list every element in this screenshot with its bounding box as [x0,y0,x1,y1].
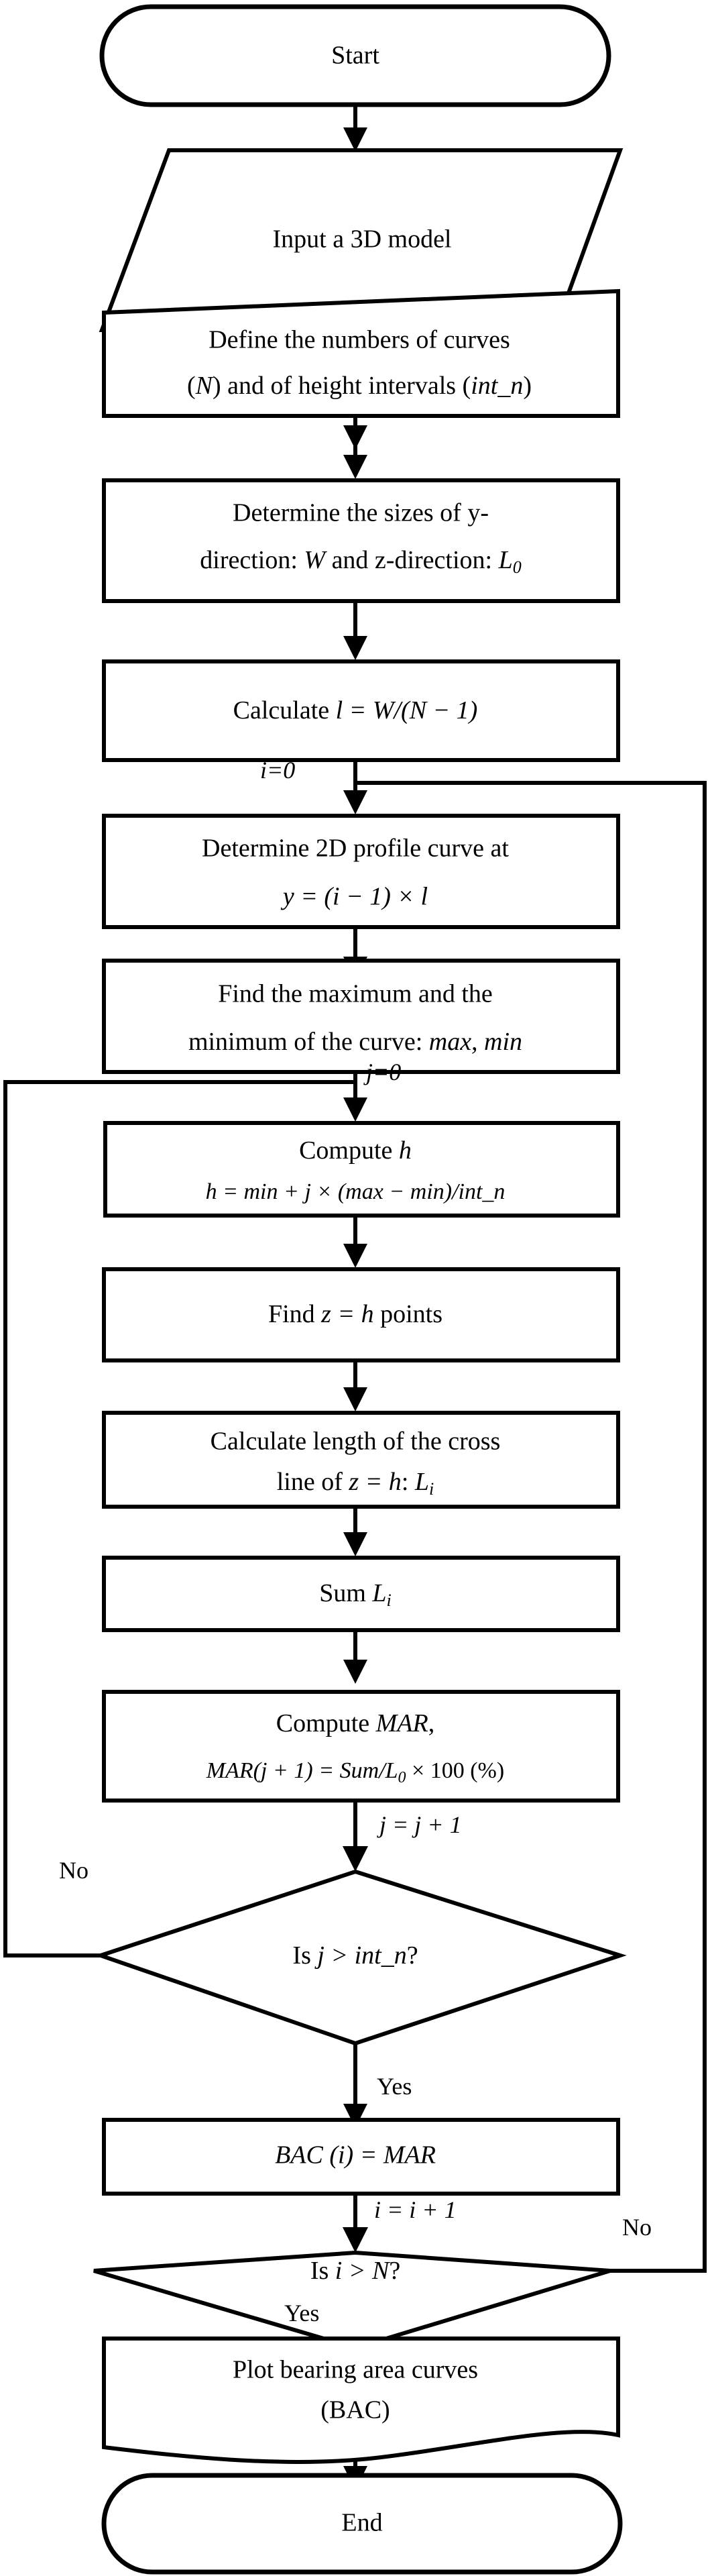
node-minmax-line1: Find the maximum and the [218,980,493,1008]
connector-decidei-no-loop [357,781,707,2273]
node-sum-li-text: Sum Li [319,1579,392,1610]
node-profile-line2: y = (i − 1) × l [280,883,428,911]
node-find-z[interactable]: Find z = h points [102,1267,620,1362]
node-decide-i-text: Is i > N? [310,2257,400,2285]
node-profile[interactable]: Determine 2D profile curve at y = (i − 1… [102,814,620,929]
node-cross-len[interactable]: Calculate length of the cross line of z … [102,1411,620,1509]
edge-label-j-init: j=0 [363,1059,401,1085]
node-compute-h[interactable]: Compute h h = min + j × (max − min)/int_… [103,1121,620,1218]
node-decide-i[interactable]: Is i > N? [93,2250,611,2351]
node-start-label: Start [331,42,379,70]
node-compute-mar-line2: MAR(j + 1) = Sum/L0 × 100 (%) [206,1758,504,1786]
node-minmax-line2: minimum of the curve: max, min [188,1028,522,1056]
node-decide-j[interactable]: Is j > int_n? [94,1869,627,2046]
edge-label-j-increment: j = j + 1 [377,1811,462,1838]
connector-computeh-to-findz [343,1216,367,1268]
node-plot[interactable]: Plot bearing area curves (BAC) [102,2337,620,2464]
connector-minmax-to-computeh [343,1072,367,1122]
node-minmax[interactable]: Find the maximum and the minimum of the … [102,959,620,1074]
connector-define-to-sizes [343,416,367,479]
node-calc-l[interactable]: Calculate l = W/(N − 1) [102,659,620,762]
edge-label-i-no: No [622,2214,652,2241]
node-compute-h-line2: h = min + j × (max − min)/int_n [206,1179,506,1204]
node-sizes-line2: direction: W and z-direction: L0 [200,546,521,577]
node-start[interactable]: Start [99,4,611,107]
node-cross-len-line2: line of z = h: Li [277,1468,434,1499]
node-compute-mar-line1: Compute MAR, [276,1709,434,1737]
node-cross-len-line1: Calculate length of the cross [211,1428,501,1456]
node-define[interactable]: Define the numbers of curves (N) and of … [102,288,620,418]
connector-start-to-input [343,104,367,152]
node-input-label: Input a 3D model [272,225,451,254]
node-end[interactable]: End [101,2473,623,2575]
node-define-line1: Define the numbers of curves [209,326,510,354]
node-compute-h-line1: Compute h [299,1136,412,1165]
node-plot-line2: (BAC) [320,2396,390,2424]
connector-sumli-to-computemar [343,1630,367,1684]
node-plot-line1: Plot bearing area curves [233,2356,478,2384]
node-calc-l-text: Calculate l = W/(N − 1) [233,696,478,724]
edge-label-i-yes: Yes [284,2300,319,2326]
node-end-label: End [341,2509,382,2537]
connector-sizes-to-calcl [343,601,367,660]
node-find-z-text: Find z = h points [268,1300,442,1328]
node-define-line2: (N) and of height intervals (int_n) [187,372,532,400]
node-bac-i-text: BAC (i) = MAR [275,2141,436,2169]
node-decide-j-text: Is j > int_n? [292,1941,418,1970]
node-sizes[interactable]: Determine the sizes of y- direction: W a… [102,478,620,603]
node-sizes-line1: Determine the sizes of y- [233,499,489,527]
node-sum-li[interactable]: Sum Li [102,1556,620,1632]
edge-label-j-no: No [59,1857,88,1884]
connector-crosslen-to-sumli [343,1507,367,1556]
connector-calcl-to-profile [343,760,367,814]
node-compute-mar[interactable]: Compute MAR, MAR(j + 1) = Sum/L0 × 100 (… [102,1690,620,1803]
edge-label-i-init: i=0 [260,757,295,784]
connector-findz-to-crosslen [343,1360,367,1411]
connector-decidej-no-loop [3,1080,353,1957]
connector-computemar-to-decidej [343,1801,368,1872]
connector-decidej-yes-to-baci [343,2043,367,2128]
edge-label-i-increment: i = i + 1 [374,2196,457,2223]
node-profile-line1: Determine 2D profile curve at [202,835,509,863]
node-bac-i[interactable]: BAC (i) = MAR [102,2118,620,2196]
edge-label-j-yes: Yes [377,2073,412,2100]
